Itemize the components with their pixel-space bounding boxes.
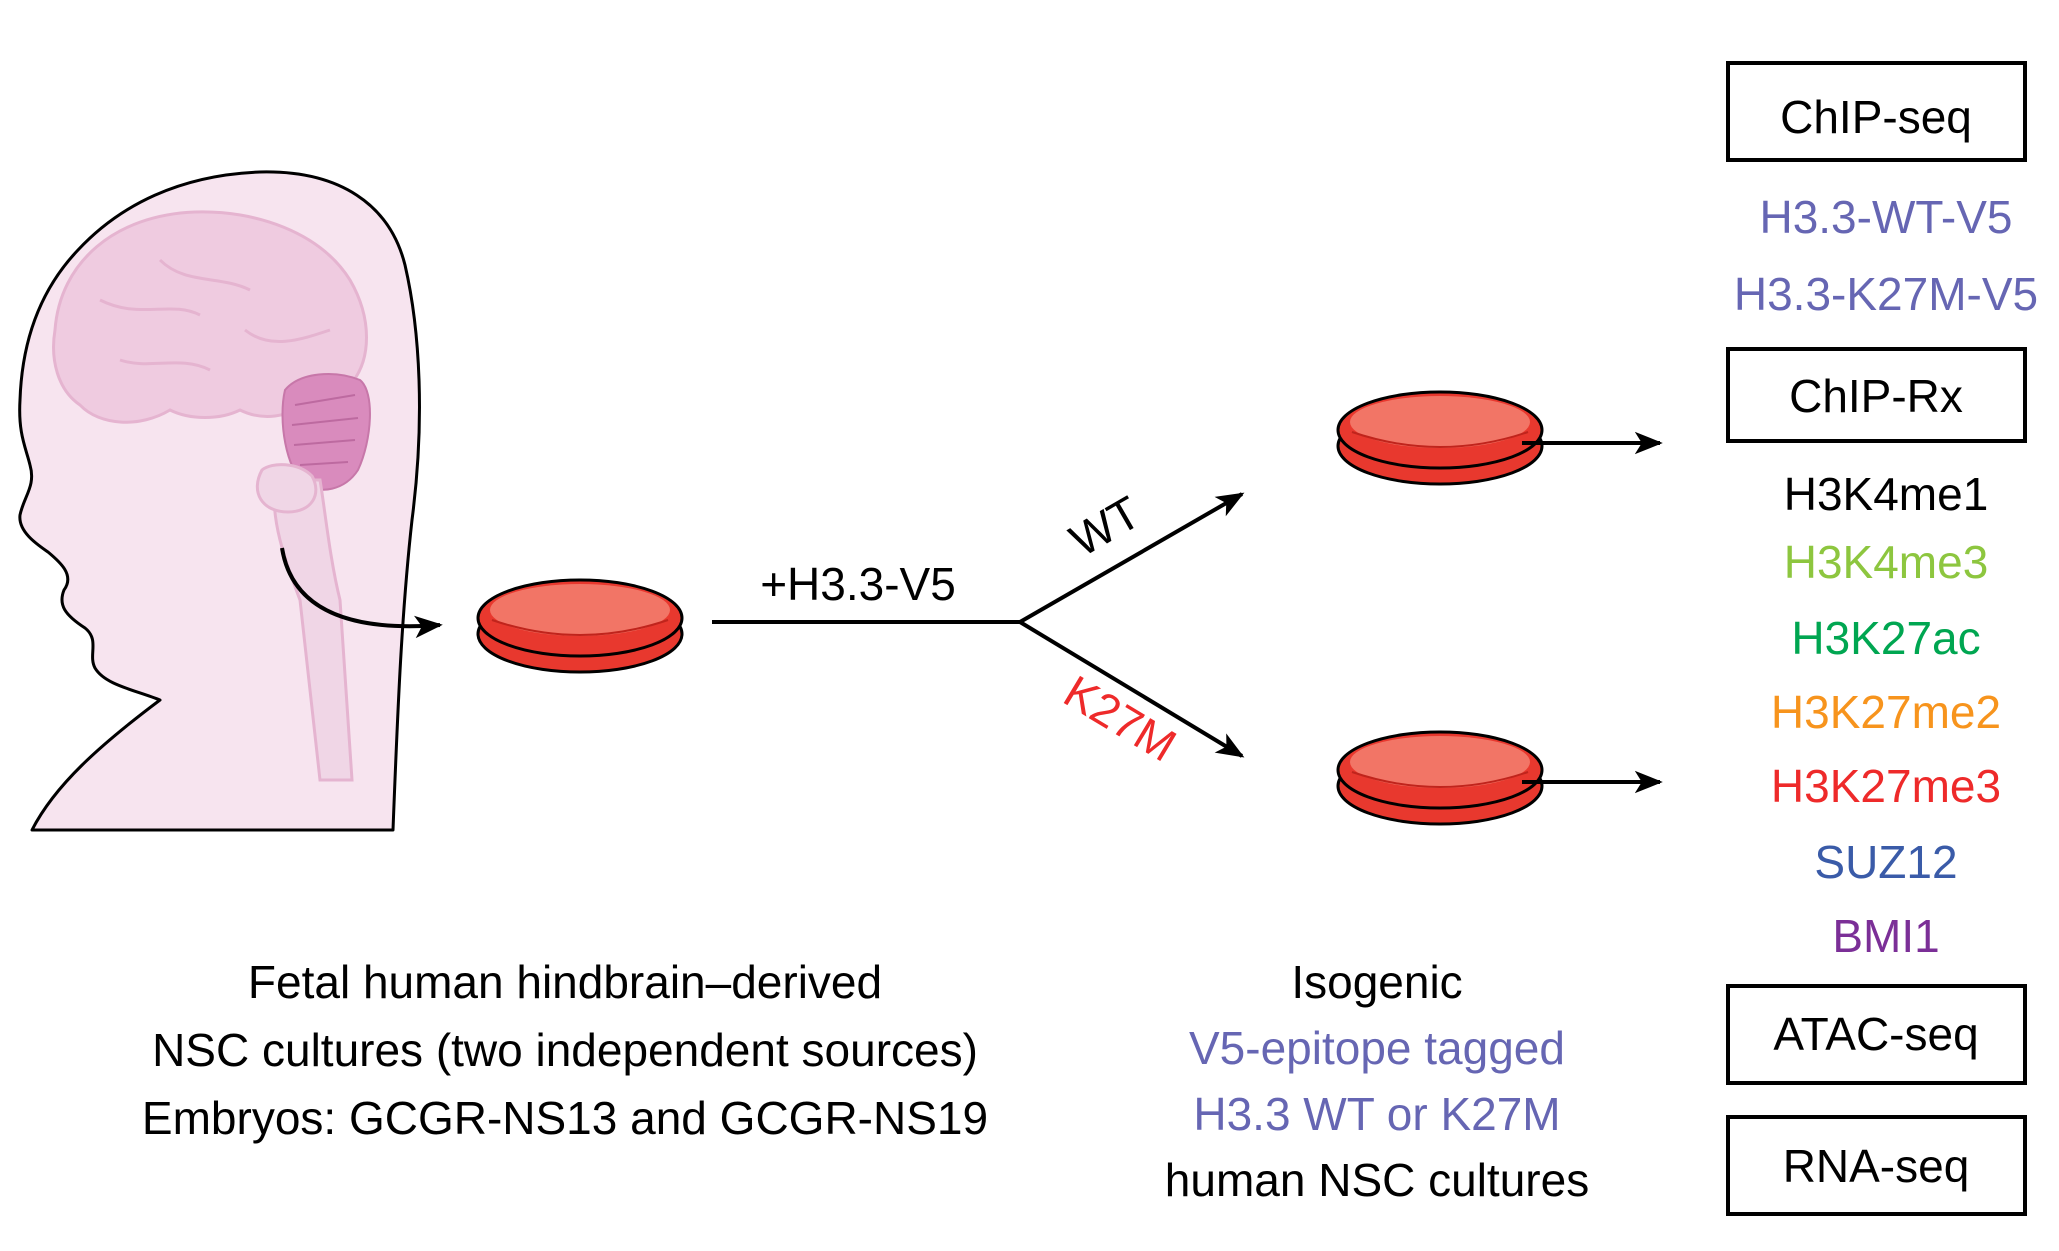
extraction-arrow — [280, 547, 443, 639]
pons-icon — [255, 463, 318, 514]
atac-seq-box — [1726, 984, 2027, 1085]
chip-rx-target-h3k27ac: H3K27ac — [1791, 612, 1980, 664]
chip-seq-target-k27m: H3.3-K27M-V5 — [1734, 268, 2038, 320]
chip-seq-target-wt: H3.3-WT-V5 — [1759, 191, 2012, 243]
brain-fold-lines — [99, 258, 331, 372]
fetal-head-illustration — [18, 170, 421, 832]
chip-seq-box — [1726, 61, 2027, 162]
chip-rx-target-bmi1: BMI1 — [1832, 910, 1939, 962]
middle-caption-line-1: Isogenic — [1291, 956, 1462, 1008]
chip-rx-target-h3k4me3: H3K4me3 — [1784, 536, 1989, 588]
left-caption: Fetal human hindbrain–derived NSC cultur… — [142, 956, 988, 1144]
left-caption-line-3: Embryos: GCGR-NS13 and GCGR-NS19 — [142, 1092, 988, 1144]
chip-rx-box — [1726, 347, 2027, 443]
middle-caption-line-3: H3.3 WT or K27M — [1193, 1088, 1560, 1140]
chip-seq-label: ChIP-seq — [1780, 91, 1972, 143]
wt-culture-dish — [1336, 390, 1544, 486]
middle-caption-line-4: human NSC cultures — [1165, 1154, 1589, 1206]
brainstem-icon — [272, 478, 354, 782]
middle-caption: Isogenic V5-epitope tagged H3.3 WT or K2… — [1165, 956, 1589, 1206]
left-caption-line-2: NSC cultures (two independent sources) — [152, 1024, 978, 1076]
rna-seq-box — [1726, 1115, 2027, 1216]
source-culture-dish — [476, 578, 684, 674]
atac-seq-label: ATAC-seq — [1773, 1008, 1978, 1060]
assay-column: ChIP-seq H3.3-WT-V5 H3.3-K27M-V5 ChIP-Rx… — [1726, 61, 2038, 1216]
left-caption-line-1: Fetal human hindbrain–derived — [248, 956, 882, 1008]
chip-rx-label: ChIP-Rx — [1789, 370, 1963, 422]
chip-rx-target-h3k4me1: H3K4me1 — [1784, 468, 1989, 520]
wt-branch-arrow — [1019, 492, 1245, 624]
middle-caption-line-2: V5-epitope tagged — [1189, 1022, 1565, 1074]
k27m-branch-arrow — [1018, 620, 1245, 758]
chip-rx-target-h3k27me2: H3K27me2 — [1771, 686, 2001, 738]
chip-rx-target-suz12: SUZ12 — [1814, 836, 1957, 888]
chip-rx-target-h3k27me3: H3K27me3 — [1771, 760, 2001, 812]
k27m-culture-dish — [1336, 730, 1544, 826]
transfection-label: +H3.3-V5 — [760, 558, 956, 610]
rna-seq-label: RNA-seq — [1783, 1140, 1970, 1192]
cerebellum-folia — [291, 394, 359, 466]
